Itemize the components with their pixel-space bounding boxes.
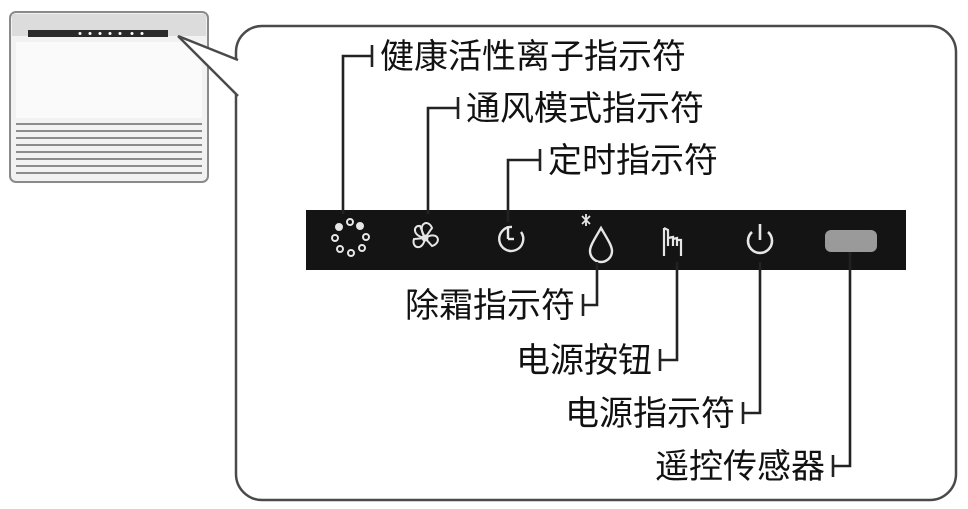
timer-icon — [498, 225, 525, 253]
label-fan-mode: 通风模式指示符 — [466, 89, 704, 129]
sensor-window-icon — [825, 230, 877, 252]
fan-icon — [412, 222, 439, 249]
label-health-ion: 健康活性离子指示符 — [380, 37, 686, 77]
air-grille — [16, 123, 202, 174]
ion-dots-icon — [331, 218, 370, 257]
ac-unit-illustration — [9, 11, 209, 183]
leader-lines — [341, 45, 852, 477]
hand-touch-icon — [662, 227, 683, 256]
label-power-indicator: 电源指示符 — [565, 394, 735, 434]
defrost-drop-icon — [581, 214, 614, 264]
power-icon — [746, 224, 774, 255]
label-remote-sensor: 遥控传感器 — [655, 447, 825, 487]
label-timer: 定时指示符 — [548, 141, 718, 181]
label-power-button: 电源按钮 — [516, 341, 652, 381]
label-defrost: 除霜指示符 — [405, 286, 575, 326]
